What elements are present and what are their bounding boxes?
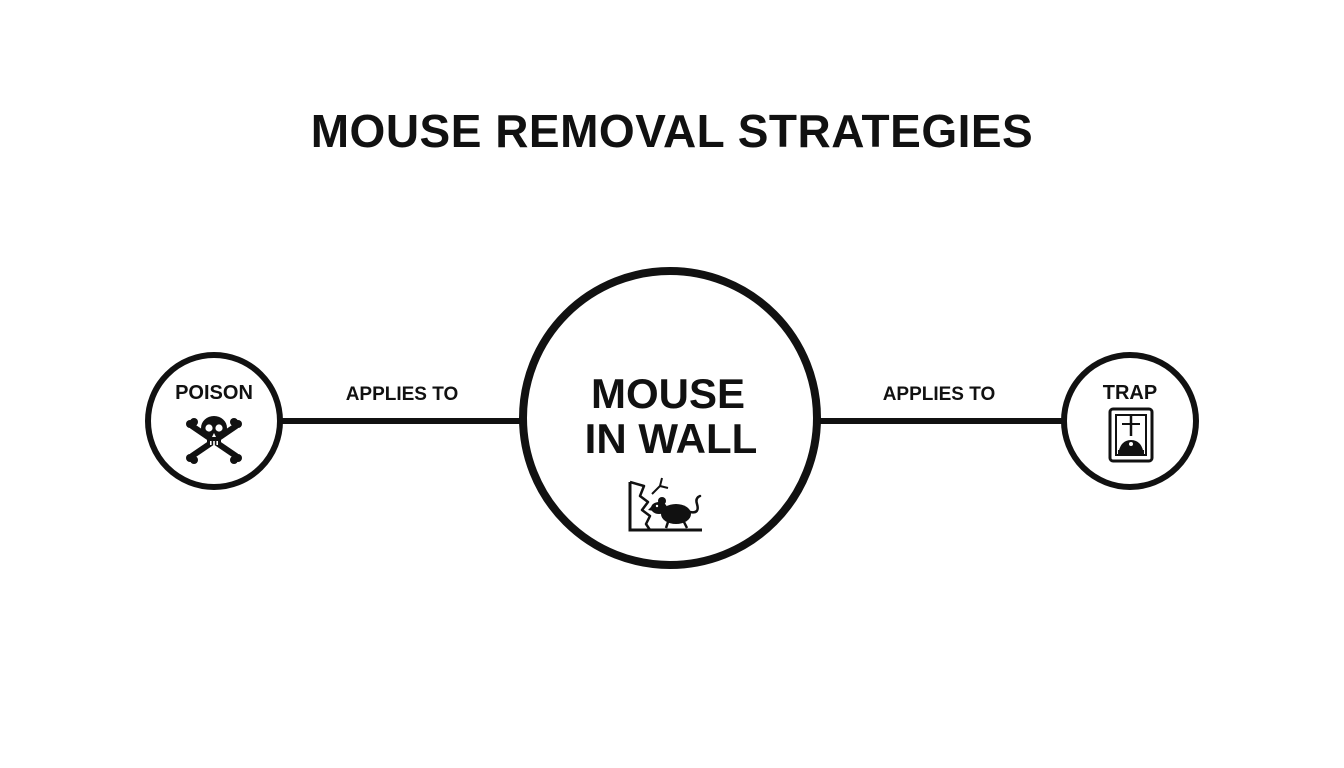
mouse-in-wall-icon	[628, 477, 702, 532]
edge-right-label: APPLIES TO	[883, 384, 996, 405]
node-mouse-in-wall-circle	[519, 267, 821, 569]
node-mouse-in-wall-label-line2: IN WALL	[585, 415, 758, 462]
skull-crossbones-icon	[186, 416, 242, 464]
diagram-title: MOUSE REMOVAL STRATEGIES	[311, 105, 1034, 157]
node-trap-label: TRAP	[1103, 382, 1157, 404]
node-poison-label: POISON	[175, 382, 253, 404]
node-poison: POISON	[145, 352, 283, 490]
node-mouse-in-wall: MOUSE IN WALL	[519, 267, 821, 569]
mouse-trap-icon	[1108, 407, 1154, 463]
node-trap: TRAP	[1061, 352, 1199, 490]
node-mouse-in-wall-label-line1: MOUSE	[591, 370, 745, 417]
edge-left-label: APPLIES TO	[346, 384, 459, 405]
